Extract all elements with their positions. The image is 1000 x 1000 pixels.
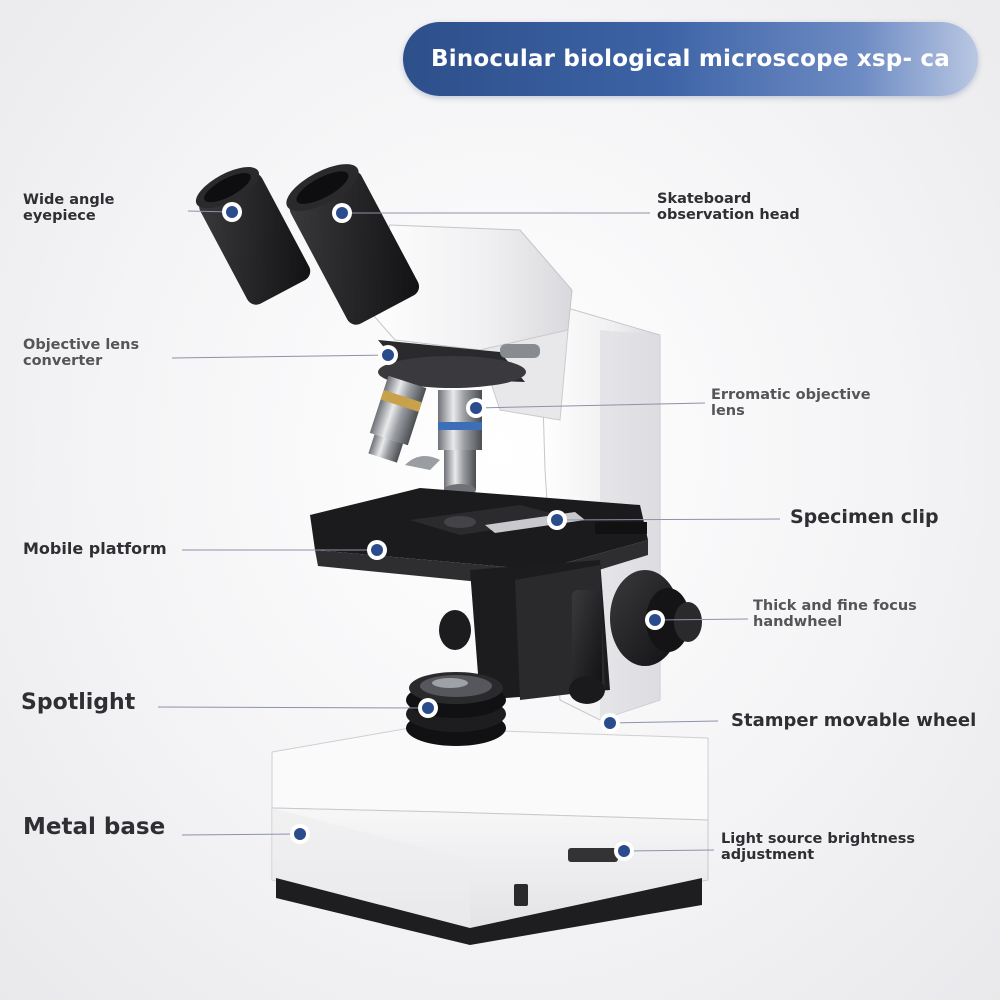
label-metal-base: Metal base xyxy=(23,814,166,840)
markers xyxy=(222,202,665,861)
leader-lines xyxy=(157,210,781,852)
objectives-shape xyxy=(368,375,482,496)
nosepiece-shape xyxy=(378,340,540,388)
leader-line-clip xyxy=(556,518,781,521)
leader-line-light xyxy=(623,849,715,852)
leader-line-spotlight xyxy=(157,706,429,709)
label-erromatic-objective-lens: Erromatic objective lens xyxy=(711,387,871,419)
label-wide-angle-eyepiece: Wide angle eyepiece xyxy=(23,192,115,224)
leader-line-base xyxy=(181,833,301,836)
leader-line-focus xyxy=(654,618,749,621)
label-objective-lens-converter: Objective lens converter xyxy=(23,337,140,369)
stage-knob-shape xyxy=(569,590,605,704)
focus-handwheel-shape xyxy=(439,570,702,666)
title-banner: Binocular biological microscope xsp- ca xyxy=(403,22,978,96)
leader-line-stage-wheel xyxy=(609,720,719,724)
label-specimen-clip: Specimen clip xyxy=(790,506,939,528)
leader-line-converter xyxy=(171,354,389,359)
leader-line-objective xyxy=(475,402,706,409)
eyepieces-shape xyxy=(195,164,420,325)
label-stamper-movable-wheel: Stamper movable wheel xyxy=(731,710,977,731)
label-thick-fine-focus-handwheel: Thick and fine focus handwheel xyxy=(753,598,917,630)
label-mobile-platform: Mobile platform xyxy=(23,539,167,558)
metal-base-shape xyxy=(271,727,709,945)
page-title: Binocular biological microscope xsp- ca xyxy=(431,46,950,72)
label-spotlight: Spotlight xyxy=(21,690,136,715)
label-skateboard-observation-head: Skateboard observation head xyxy=(657,191,800,223)
label-light-source-brightness-adjustment: Light source brightness adjustment xyxy=(721,831,915,863)
